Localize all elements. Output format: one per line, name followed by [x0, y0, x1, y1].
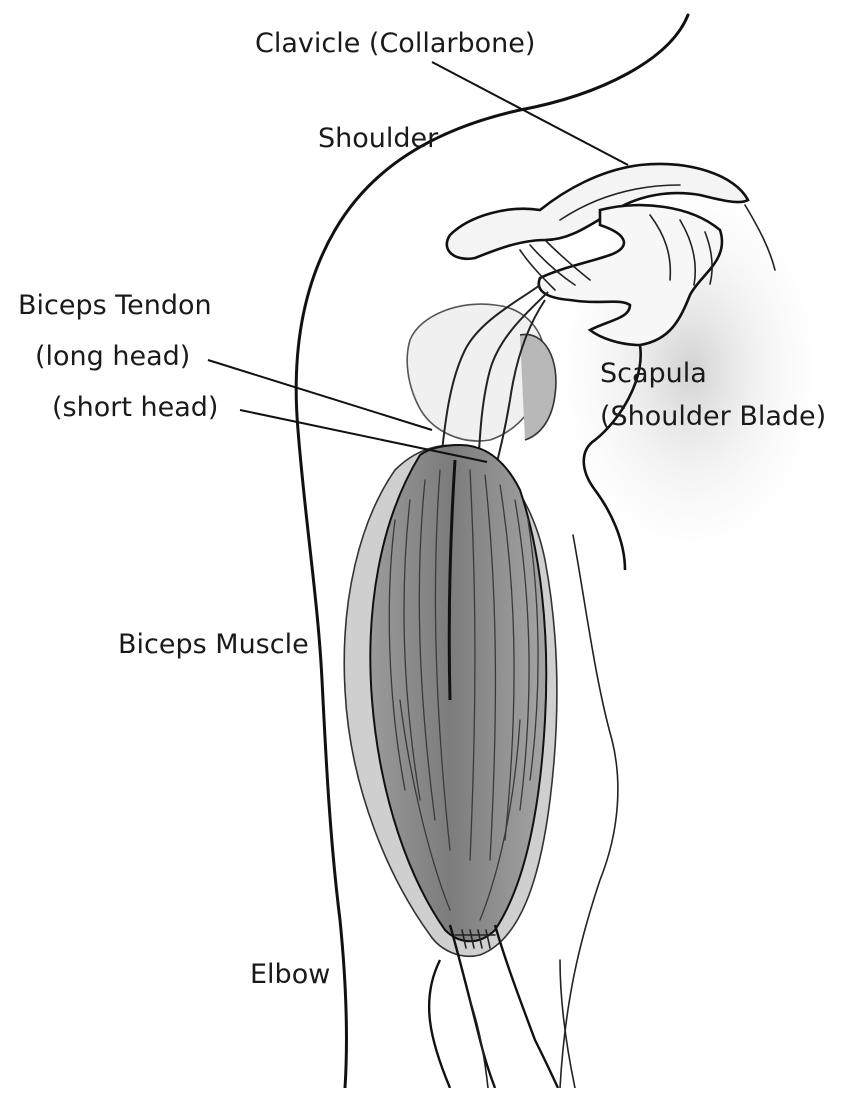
label-shoulder: Shoulder: [318, 123, 439, 154]
label-elbow: Elbow: [250, 959, 330, 990]
label-biceps-tendon: Biceps Tendon: [18, 290, 212, 321]
label-biceps-muscle: Biceps Muscle: [118, 629, 309, 660]
label-scapula: Scapula: [600, 358, 707, 389]
label-short-head: (short head): [52, 392, 218, 423]
label-long-head: (long head): [35, 341, 190, 372]
clavicle-leader: [432, 62, 628, 165]
label-clavicle: Clavicle (Collarbone): [255, 28, 535, 59]
label-shoulder-blade: (Shoulder Blade): [600, 401, 826, 432]
long-head-leader: [208, 360, 432, 430]
